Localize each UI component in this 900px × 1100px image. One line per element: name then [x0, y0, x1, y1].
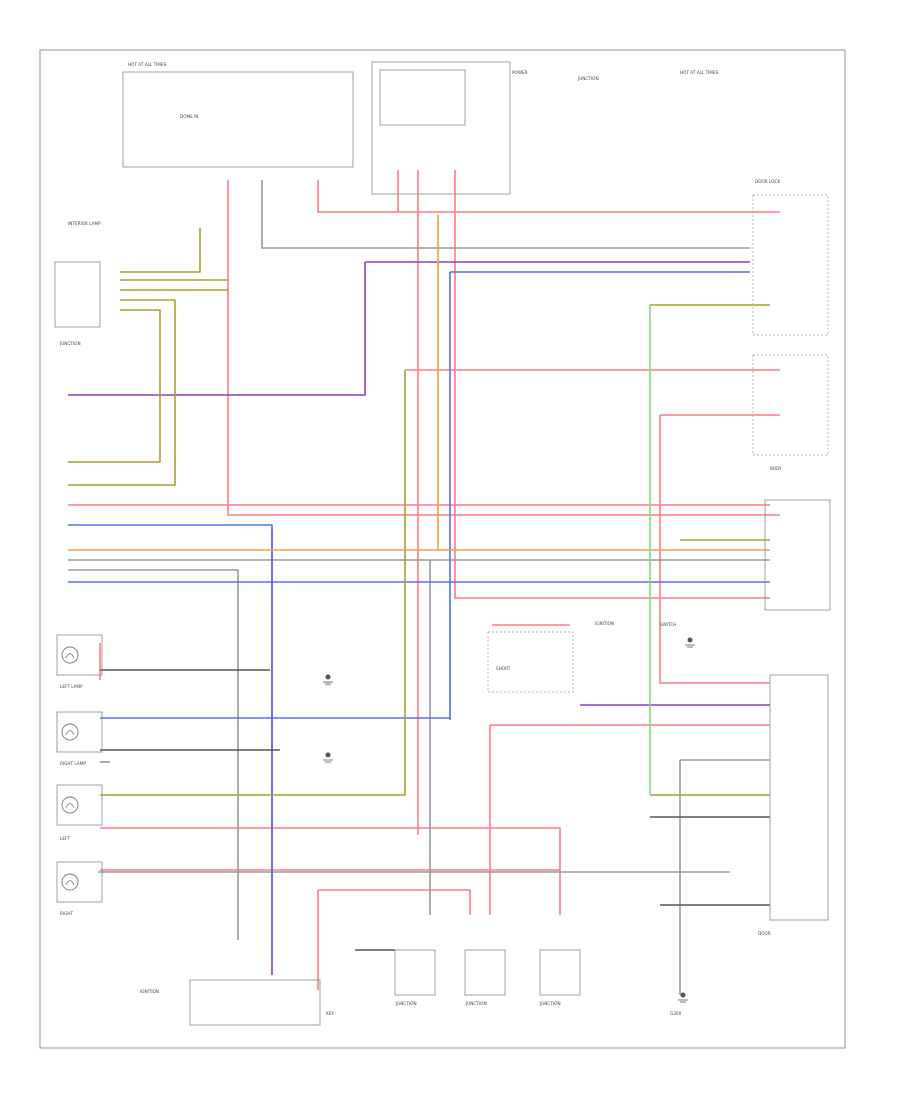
component-caption: HOT AT ALL TIMES — [128, 62, 167, 67]
component-box — [54, 261, 101, 328]
wire-pink — [454, 170, 770, 599]
component-box — [539, 949, 581, 996]
component-caption: RIGHT LAMP — [60, 761, 86, 766]
ground-icon — [323, 752, 333, 763]
wire-olive — [68, 299, 176, 486]
wire-olive — [100, 370, 406, 796]
wire-blue — [68, 524, 273, 960]
component-box — [371, 61, 511, 195]
component-box — [769, 674, 829, 921]
wire-gray — [261, 180, 750, 249]
lamp-layer — [61, 646, 79, 891]
component-box — [752, 194, 829, 336]
component-caption: SHORT — [496, 666, 511, 671]
lamp-icon — [61, 873, 79, 891]
component-caption: DOOR — [758, 931, 771, 936]
component-box — [764, 499, 831, 611]
component-caption: KEY — [326, 1011, 334, 1016]
component-caption: DOME IN — [180, 114, 198, 119]
component-box — [464, 949, 506, 996]
lamp-icon — [61, 723, 79, 741]
caption-layer: HOT AT ALL TIMES DOME IN POWER JUNCTION HOT … — [59, 62, 782, 1016]
component-caption: DOOR LOCK — [755, 179, 780, 184]
component-caption: IGNITION — [595, 621, 614, 626]
component-box — [752, 354, 829, 456]
ground-layer — [323, 637, 695, 1003]
component-box — [189, 979, 321, 1026]
component-caption: IGNITION — [140, 989, 159, 994]
component-box — [56, 634, 103, 676]
wire-olive — [120, 228, 201, 273]
component-caption: HOT AT ALL TIMES — [680, 70, 719, 75]
wire-purple — [68, 262, 366, 396]
ground-icon — [685, 637, 695, 648]
wire-pink — [659, 415, 770, 684]
component-box — [379, 69, 466, 126]
component-caption: G200 — [670, 1011, 682, 1016]
lamp-icon — [61, 796, 79, 814]
component-caption: POWER — [512, 70, 528, 75]
diagram-frame — [39, 49, 846, 1049]
wire-olive — [68, 309, 161, 463]
ground-icon — [323, 674, 333, 685]
component-caption: JUNCTION — [577, 76, 599, 81]
ground-icon — [678, 992, 688, 1003]
component-caption: BODY — [770, 466, 782, 471]
component-box — [56, 784, 103, 826]
component-caption: JUNCTION — [539, 1001, 561, 1006]
component-caption: INTERIOR LAMP — [68, 221, 101, 226]
wire-gray — [68, 569, 239, 940]
component-box — [487, 631, 574, 693]
component-caption: SWITCH — [660, 622, 676, 627]
component-caption: RIGHT — [60, 911, 74, 916]
wire-pink — [227, 180, 780, 516]
wire-layer — [68, 170, 780, 995]
component-box — [394, 949, 436, 996]
wire-pink — [317, 180, 780, 213]
component-caption: JUNCTION — [59, 341, 81, 346]
component-box — [122, 71, 354, 168]
component-box — [56, 861, 103, 903]
component-caption: JUNCTION — [395, 1001, 417, 1006]
lamp-icon — [61, 646, 79, 664]
component-caption: LEFT — [60, 836, 70, 841]
component-box — [56, 711, 103, 753]
wire-pink — [318, 889, 471, 915]
component-caption: JUNCTION — [465, 1001, 487, 1006]
wire-pink — [100, 827, 561, 915]
component-layer — [54, 61, 831, 1026]
component-caption: LEFT LAMP — [60, 684, 83, 689]
